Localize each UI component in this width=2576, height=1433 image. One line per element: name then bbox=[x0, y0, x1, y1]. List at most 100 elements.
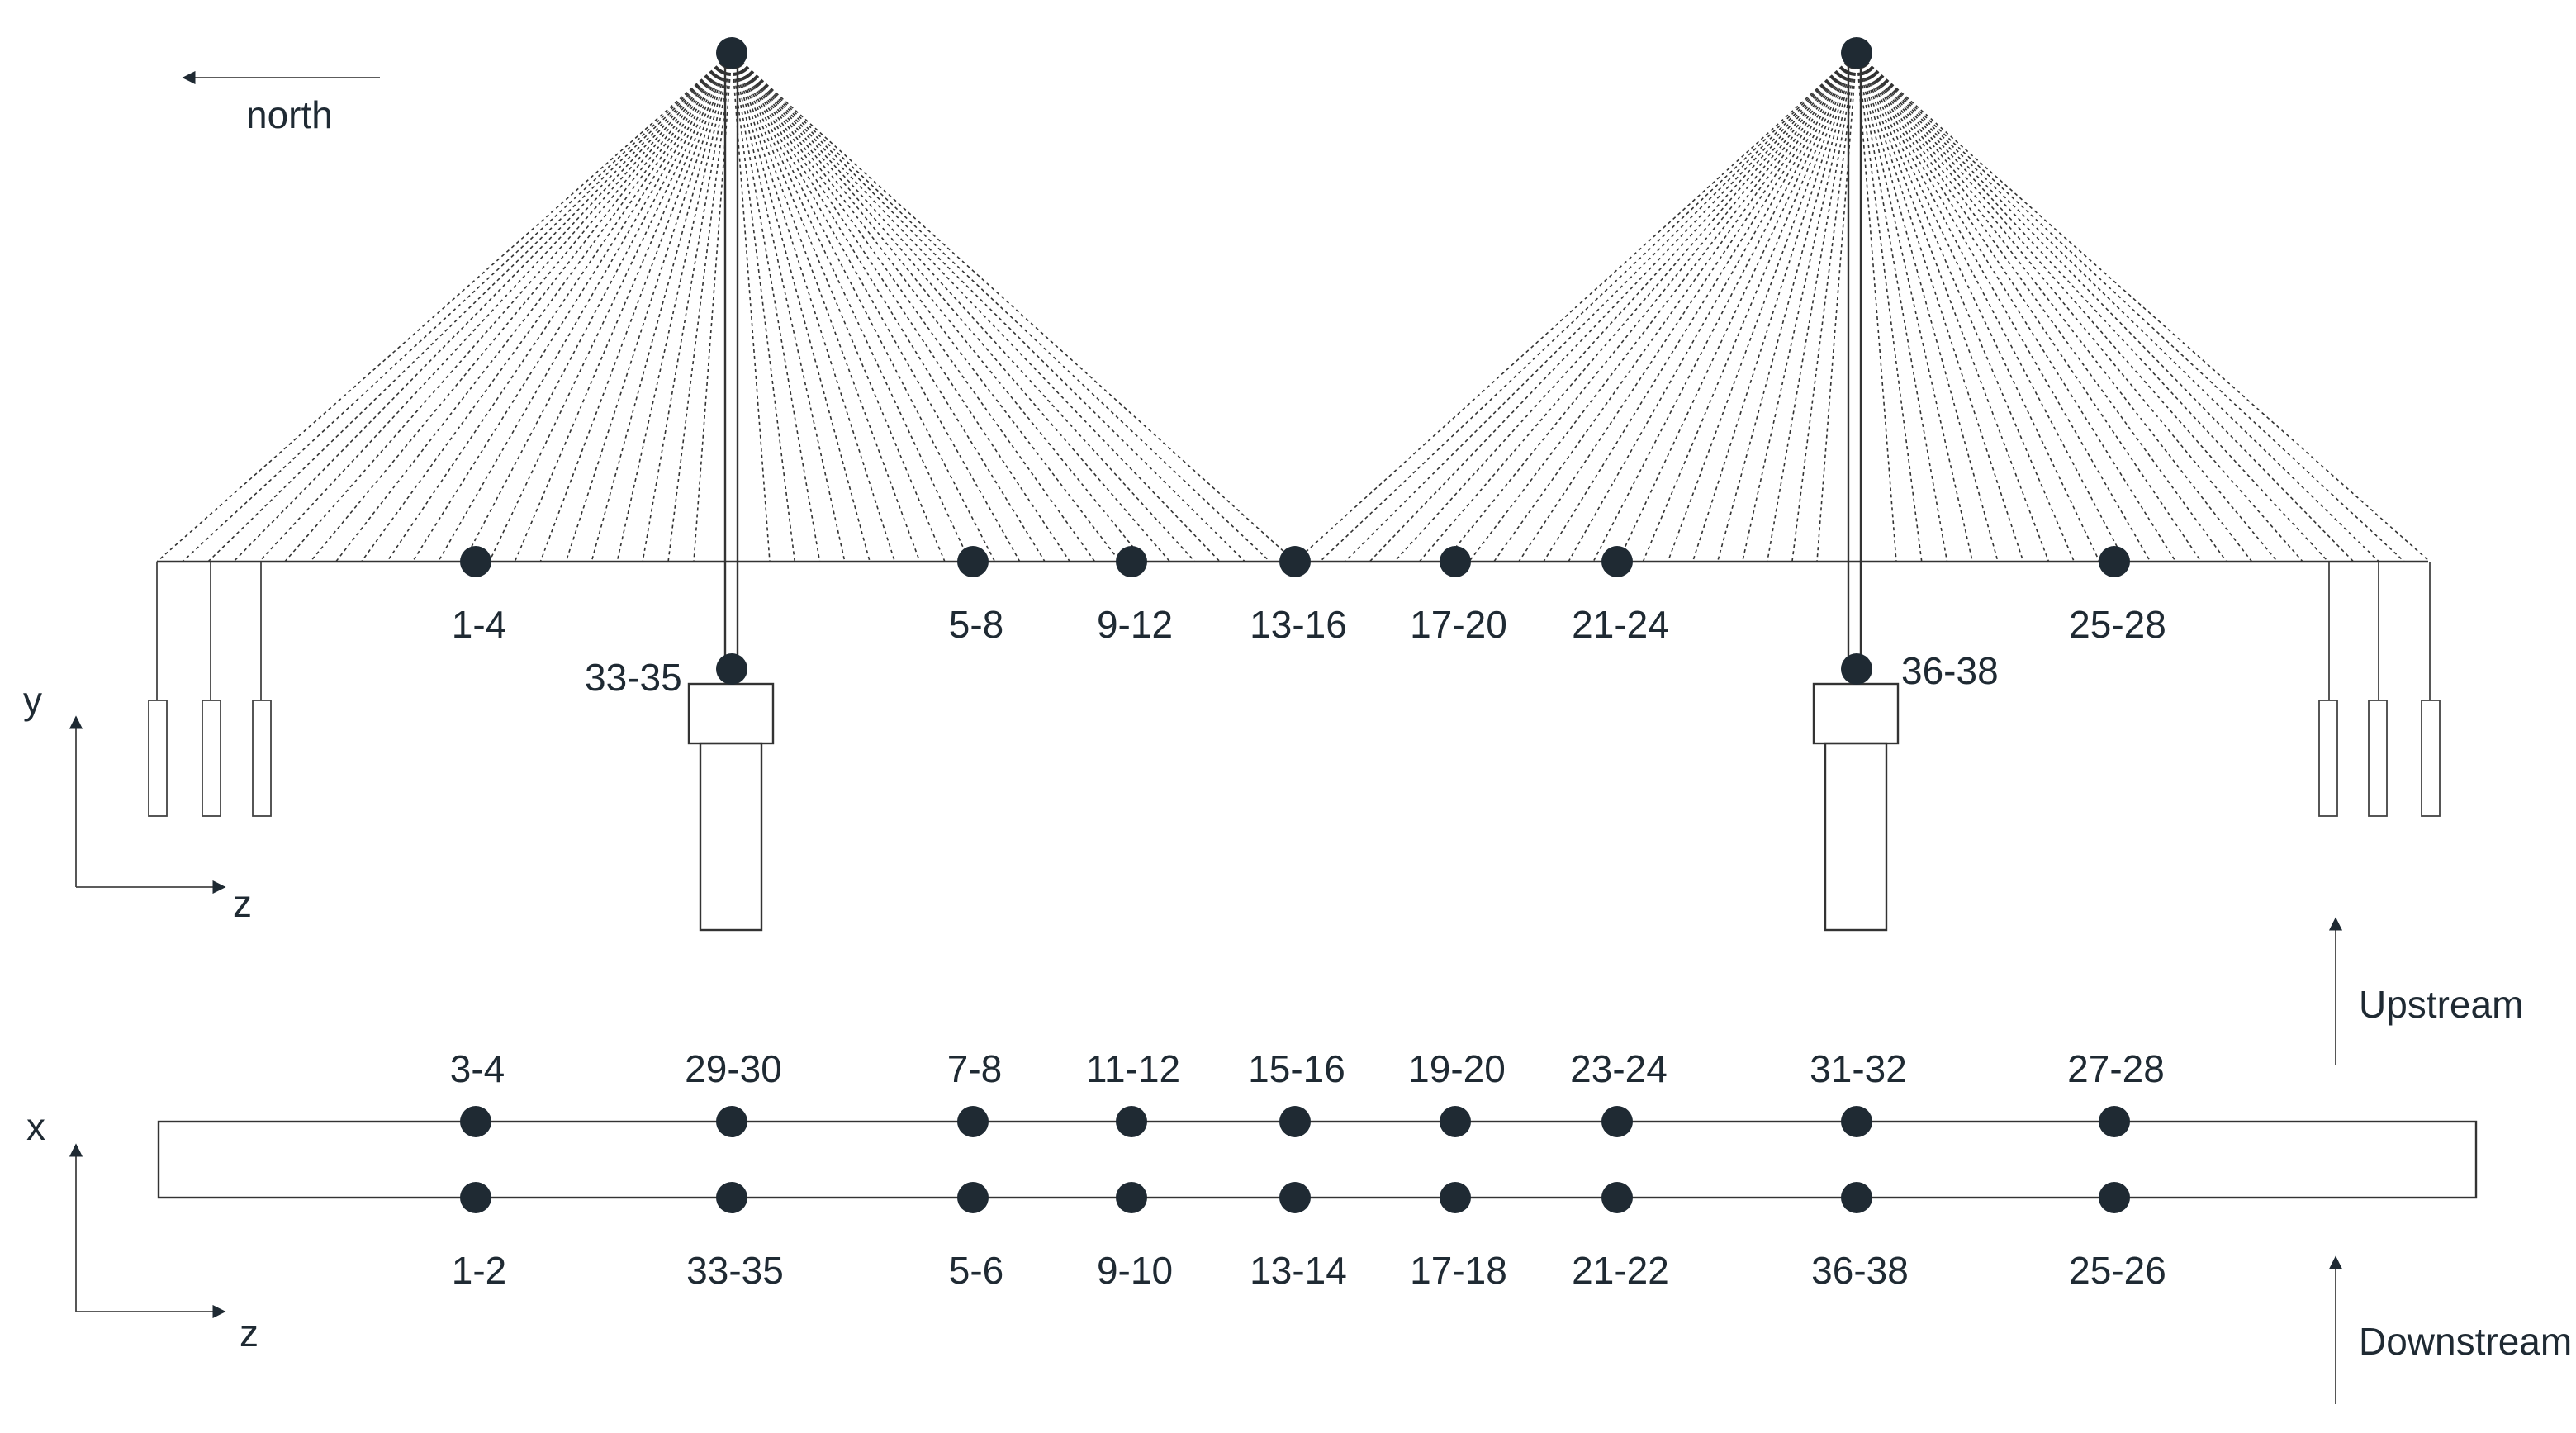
stay-cable bbox=[1493, 52, 1857, 562]
stay-cable bbox=[1716, 52, 1857, 562]
stay-cable bbox=[1543, 52, 1857, 562]
upstream-arrow: Upstream bbox=[2328, 917, 2523, 1065]
south-tower-top bbox=[1841, 37, 1872, 69]
south-end-piers bbox=[2318, 562, 2441, 817]
stay-cable bbox=[1856, 52, 2253, 562]
deck-sensor-label: 25-28 bbox=[2069, 603, 2166, 646]
stay-cable bbox=[1856, 52, 1974, 562]
upstream-sensor-dot bbox=[1841, 1106, 1872, 1137]
downstream-sensor-dot bbox=[460, 1182, 491, 1213]
stay-cable bbox=[731, 52, 1221, 562]
downstream-sensor-label: 13-14 bbox=[1250, 1249, 1347, 1292]
stay-cable bbox=[731, 52, 1071, 562]
stay-cable bbox=[1856, 52, 2100, 562]
stay-cable bbox=[335, 52, 733, 562]
stay-cable bbox=[1856, 52, 2177, 562]
downstream-sensor-dot bbox=[2099, 1182, 2130, 1213]
tower-sensor-label: 33-35 bbox=[585, 656, 682, 699]
deck-sensor-label: 17-20 bbox=[1410, 603, 1507, 646]
stay-cable bbox=[1393, 52, 1857, 562]
downstream-sensor-label: 33-35 bbox=[686, 1249, 784, 1292]
stay-cable bbox=[463, 52, 733, 562]
downstream-sensor-label: 17-18 bbox=[1410, 1249, 1507, 1292]
stay-cable bbox=[1667, 52, 1857, 562]
stay-cable bbox=[1294, 52, 1857, 562]
upstream-sensor-label: 3-4 bbox=[450, 1047, 505, 1090]
deck-sensor-dot bbox=[1279, 546, 1311, 577]
stay-cable bbox=[1568, 52, 1857, 562]
downstream-sensor-label: 21-22 bbox=[1572, 1249, 1669, 1292]
south-tower bbox=[1812, 53, 1900, 932]
stay-cable bbox=[731, 52, 771, 562]
stay-cable bbox=[539, 52, 733, 562]
stay-cable bbox=[731, 52, 1271, 562]
downstream-sensor-dot bbox=[1279, 1182, 1311, 1213]
stay-cable bbox=[1741, 52, 1857, 562]
stay-cable bbox=[488, 52, 733, 562]
downstream-sensor-label: 1-2 bbox=[452, 1249, 506, 1292]
stay-cable bbox=[1856, 52, 2126, 562]
downstream-sensor-dot bbox=[1841, 1182, 1872, 1213]
stay-cable bbox=[642, 52, 733, 562]
stay-cable bbox=[731, 52, 921, 562]
stay-cable bbox=[284, 52, 733, 562]
stay-cable bbox=[386, 52, 733, 562]
downstream-sensor-dot bbox=[1601, 1182, 1633, 1213]
stay-cable bbox=[731, 52, 1121, 562]
stay-cable bbox=[667, 52, 733, 562]
north-end-piers bbox=[148, 562, 272, 817]
stay-cable bbox=[693, 52, 733, 562]
downstream-label: Downstream bbox=[2359, 1320, 2572, 1363]
deck-sensor-dot bbox=[1440, 546, 1471, 577]
stay-cable bbox=[1691, 52, 1857, 562]
stay-cable bbox=[1856, 52, 2279, 562]
upstream-sensor-label: 29-30 bbox=[685, 1047, 782, 1090]
deck-sensor-label: 9-12 bbox=[1097, 603, 1173, 646]
stay-cable bbox=[731, 52, 1046, 562]
stay-cable bbox=[1816, 52, 1857, 562]
stay-cable bbox=[1468, 52, 1857, 562]
deck-sensor-label: 21-24 bbox=[1572, 603, 1669, 646]
downstream-sensor-dot bbox=[1440, 1182, 1471, 1213]
stay-cable bbox=[1856, 52, 2151, 562]
deck-sensor-dot bbox=[1116, 546, 1147, 577]
stay-cable bbox=[731, 52, 1021, 562]
stay-cable bbox=[1856, 52, 2355, 562]
downstream-arrow: Downstream bbox=[2328, 1255, 2572, 1404]
stay-cable bbox=[207, 52, 733, 562]
stay-cable bbox=[1856, 52, 2202, 562]
stay-cable bbox=[731, 52, 896, 562]
deck-sensor-label: 13-16 bbox=[1250, 603, 1347, 646]
stay-cable bbox=[731, 52, 971, 562]
downstream-sensor-dot bbox=[716, 1182, 747, 1213]
upstream-sensor-dot bbox=[2099, 1106, 2130, 1137]
upstream-sensor-label: 23-24 bbox=[1570, 1047, 1668, 1090]
deck-sensor-dot bbox=[1601, 546, 1633, 577]
stay-cable bbox=[731, 52, 1196, 562]
stay-cable bbox=[1856, 52, 2405, 562]
upstream-sensor-dot bbox=[460, 1106, 491, 1137]
downstream-sensor-dot bbox=[957, 1182, 989, 1213]
downstream-sensor-dot bbox=[1116, 1182, 1147, 1213]
elevation-axes: y z bbox=[23, 679, 252, 925]
plan-axis-z-label: z bbox=[240, 1312, 259, 1355]
stay-cable bbox=[1344, 52, 1857, 562]
stay-cable bbox=[731, 52, 1296, 562]
upstream-label: Upstream bbox=[2359, 983, 2523, 1026]
upstream-sensor-dot bbox=[1279, 1106, 1311, 1137]
stay-cable bbox=[1856, 52, 2329, 562]
stay-cables bbox=[156, 52, 2431, 562]
stay-cable bbox=[1856, 52, 2303, 562]
tower-sensor-dot bbox=[1841, 653, 1872, 685]
stay-cable bbox=[1767, 52, 1857, 562]
stay-cable bbox=[591, 52, 733, 562]
stay-cable bbox=[156, 52, 733, 562]
downstream-sensor-label: 5-6 bbox=[949, 1249, 1003, 1292]
deck-sensor-label: 5-8 bbox=[949, 603, 1003, 646]
stay-cable bbox=[1856, 52, 1897, 562]
stay-cable bbox=[1418, 52, 1857, 562]
stay-cable bbox=[1856, 52, 2380, 562]
